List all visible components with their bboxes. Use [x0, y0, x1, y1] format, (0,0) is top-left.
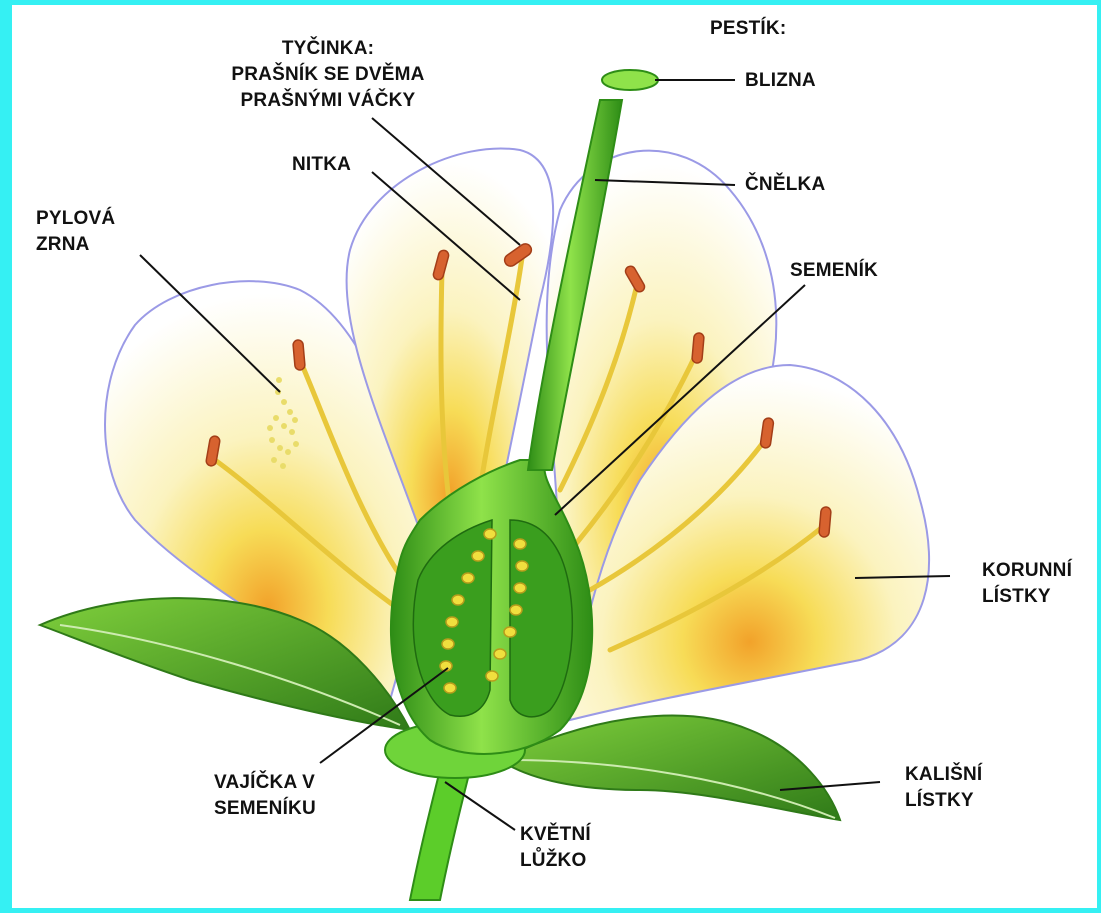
label-blizna: BLIZNA [745, 68, 816, 94]
label-kvetni-luzko: KVĚTNÍ LŮŽKO [520, 822, 591, 874]
label-cnelka: ČNĚLKA [745, 172, 825, 198]
label-cnelka-text: ČNĚLKA [745, 172, 825, 198]
label-blizna-text: BLIZNA [745, 68, 816, 94]
stigma [602, 70, 658, 90]
label-korunni-listky-line2: LÍSTKY [982, 584, 1072, 610]
label-nitka-text: NITKA [292, 152, 351, 178]
label-tycinka-line1: TYČINKA: [198, 36, 458, 62]
label-semenik: SEMENÍK [790, 258, 878, 284]
label-vajicka-line2: SEMENÍKU [214, 796, 316, 822]
label-kalisni-listky-line1: KALIŠNÍ [905, 762, 982, 788]
label-pylova-zrna-line2: ZRNA [36, 232, 115, 258]
stem [410, 770, 470, 900]
label-tycinka: TYČINKA: PRAŠNÍK SE DVĚMA PRAŠNÝMI VÁČKY [198, 36, 458, 114]
label-tycinka-line2: PRAŠNÍK SE DVĚMA [198, 62, 458, 88]
label-pylova-zrna: PYLOVÁ ZRNA [36, 206, 115, 258]
label-kalisni-listky: KALIŠNÍ LÍSTKY [905, 762, 982, 814]
label-vajicka-v-semeniku: VAJÍČKA V SEMENÍKU [214, 770, 316, 822]
label-pestik-text: PESTÍK: [710, 16, 786, 42]
label-vajicka-line1: VAJÍČKA V [214, 770, 316, 796]
label-korunni-listky: KORUNNÍ LÍSTKY [982, 558, 1072, 610]
label-tycinka-line3: PRAŠNÝMI VÁČKY [198, 88, 458, 114]
label-korunni-listky-line1: KORUNNÍ [982, 558, 1072, 584]
label-pylova-zrna-line1: PYLOVÁ [36, 206, 115, 232]
label-kvetni-luzko-line2: LŮŽKO [520, 848, 591, 874]
label-kvetni-luzko-line1: KVĚTNÍ [520, 822, 591, 848]
label-kalisni-listky-line2: LÍSTKY [905, 788, 982, 814]
label-semenik-text: SEMENÍK [790, 258, 878, 284]
label-pestik: PESTÍK: [710, 16, 786, 42]
label-nitka: NITKA [292, 152, 351, 178]
